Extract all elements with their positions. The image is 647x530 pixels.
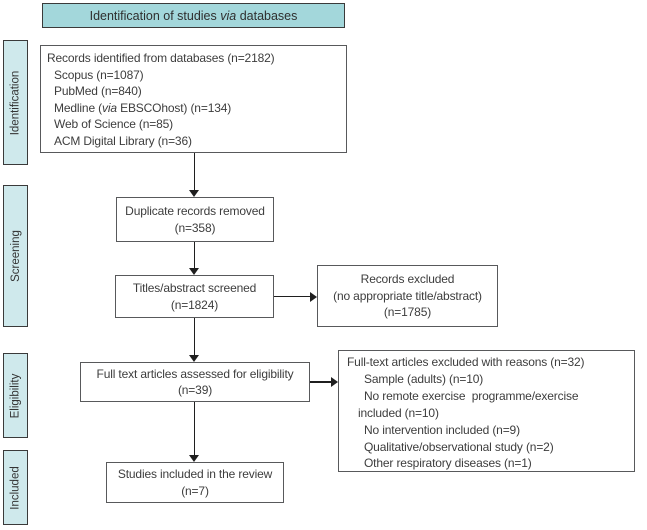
- duplicates-removed-text: Duplicate records removed: [125, 204, 265, 218]
- phase-label-included: Included: [9, 465, 22, 510]
- arrowhead-screened-to-fulltext: [189, 355, 199, 362]
- arrow-line-duplicates-to-screened: [193, 242, 195, 268]
- arrow-line-fulltext-to-excluded: [310, 381, 331, 383]
- fulltext-assessed-count: (n=39): [177, 383, 213, 397]
- titles-screened-count: (n=1824): [170, 297, 219, 312]
- arrowhead-fulltext-to-excluded: [331, 377, 338, 387]
- arrow-line-records-to-duplicates: [193, 153, 195, 190]
- records-source-web-of-science: Web of Science (n=85): [54, 117, 174, 132]
- phase-banner: Identification of studies via databases: [42, 3, 345, 28]
- phase-box-screening: Screening: [3, 185, 28, 327]
- arrow-line-screened-to-excluded: [274, 295, 310, 297]
- records-excluded-count: (n=1785): [383, 305, 432, 320]
- records-excluded-text: Records excluded: [360, 272, 455, 287]
- banner-text-italic: via: [220, 8, 237, 23]
- banner-text-pre: Identification of studies: [89, 8, 221, 23]
- duplicates-removed-count: (n=358): [174, 220, 216, 235]
- arrowhead-duplicates-to-screened: [189, 268, 199, 275]
- phase-box-included: Included: [3, 450, 28, 525]
- banner-text-post: databases: [236, 8, 298, 23]
- phase-label-screening: Screening: [9, 230, 22, 282]
- arrowhead-records-to-duplicates: [189, 190, 199, 197]
- records-identified-title: Records identified from databases (n=218…: [47, 51, 275, 65]
- records-source-pubmed: PubMed (n=840): [54, 84, 142, 99]
- phase-box-identification: Identification: [3, 40, 28, 165]
- arrow-line-screened-to-fulltext: [193, 318, 195, 355]
- box-fulltext-excluded: Full-text articles excluded with reasons…: [338, 350, 635, 472]
- box-titles-screened: Titles/abstract screened (n=1824): [115, 275, 274, 318]
- arrow-line-fulltext-to-included: [193, 402, 195, 455]
- arrowhead-screened-to-excluded: [310, 291, 317, 302]
- box-fulltext-assessed: Full text articles assessed for eligibil…: [80, 362, 310, 402]
- exclusion-reason-no-remote-exercise: No remote exercise programme/exercise: [364, 388, 579, 403]
- exclusion-reason-no-remote-exercise-cont: included (n=10): [358, 405, 439, 420]
- studies-included-count: (n=7): [181, 483, 209, 498]
- box-duplicates-removed: Duplicate records removed (n=358): [116, 197, 274, 242]
- exclusion-reason-sample: Sample (adults) (n=10): [364, 371, 484, 386]
- records-source-medline: Medline (via EBSCOhost) (n=134): [54, 100, 232, 115]
- box-records-excluded: Records excluded (no appropriate title/a…: [317, 265, 498, 327]
- exclusion-reason-other-respiratory: Other respiratory diseases (n=1): [364, 456, 532, 471]
- box-records-identified: Records identified from databases (n=218…: [40, 45, 347, 153]
- fulltext-assessed-text: Full text articles assessed for eligibil…: [96, 366, 294, 381]
- records-source-acm: ACM Digital Library (n=36): [54, 133, 192, 148]
- exclusion-reason-no-intervention: No intervention included (n=9): [364, 422, 520, 437]
- box-studies-included: Studies included in the review (n=7): [106, 462, 284, 503]
- titles-screened-text: Titles/abstract screened: [132, 281, 257, 295]
- studies-included-text: Studies included in the review: [117, 467, 273, 481]
- fulltext-excluded-title: Full-text articles excluded with reasons…: [347, 355, 585, 369]
- records-excluded-reason: (no appropriate title/abstract): [333, 288, 482, 303]
- phase-box-eligibility: Eligibility: [3, 353, 28, 438]
- exclusion-reason-qualitative: Qualitative/observational study (n=2): [364, 439, 554, 454]
- records-source-scopus: Scopus (n=1087): [54, 67, 144, 82]
- phase-label-eligibility: Eligibility: [9, 373, 22, 418]
- arrowhead-fulltext-to-included: [189, 455, 199, 462]
- phase-label-identification: Identification: [9, 70, 22, 135]
